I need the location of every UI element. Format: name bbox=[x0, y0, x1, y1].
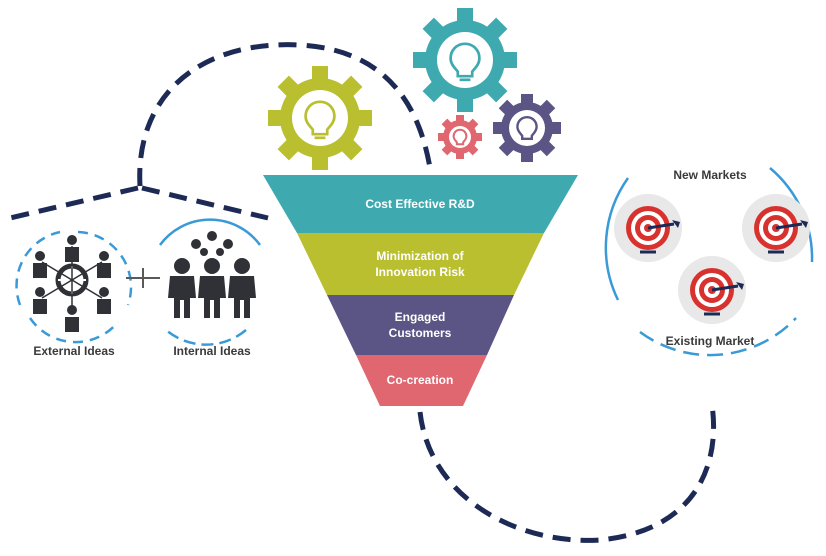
lightbulb-gear-teal-icon bbox=[413, 8, 517, 112]
plus-icon bbox=[126, 268, 160, 288]
external-ideas-label: External Ideas bbox=[33, 344, 115, 358]
funnel bbox=[263, 175, 578, 406]
target-icon bbox=[740, 192, 812, 264]
funnel-label-cost-effective: Cost Effective R&D bbox=[365, 197, 475, 211]
target-icon bbox=[676, 254, 748, 326]
lightbulb-gear-purple-icon bbox=[493, 94, 561, 162]
funnel-label-cocreation: Co-creation bbox=[386, 373, 454, 387]
existing-market-label: Existing Market bbox=[665, 334, 755, 348]
lightbulb-gear-coral-icon bbox=[438, 115, 482, 159]
target-icon bbox=[612, 192, 684, 264]
new-markets-label: New Markets bbox=[673, 168, 747, 182]
funnel-stage-3 bbox=[327, 295, 514, 355]
team-icon bbox=[168, 231, 256, 318]
internal-ideas-ring bbox=[158, 218, 262, 346]
network-icon bbox=[33, 235, 111, 332]
external-ideas-ring bbox=[15, 230, 133, 344]
lightbulb-gear-olive-icon bbox=[268, 66, 372, 170]
internal-ideas-label: Internal Ideas bbox=[173, 344, 251, 358]
funnel-stage-1 bbox=[263, 175, 578, 233]
funnel-stage-2 bbox=[297, 233, 544, 295]
funnel-label-customers: Engaged Customers bbox=[388, 310, 452, 340]
funnel-stage-4 bbox=[356, 355, 487, 406]
funnel-label-risk: Minimization of Innovation Risk bbox=[375, 249, 465, 279]
dashed-connector bbox=[9, 42, 717, 543]
